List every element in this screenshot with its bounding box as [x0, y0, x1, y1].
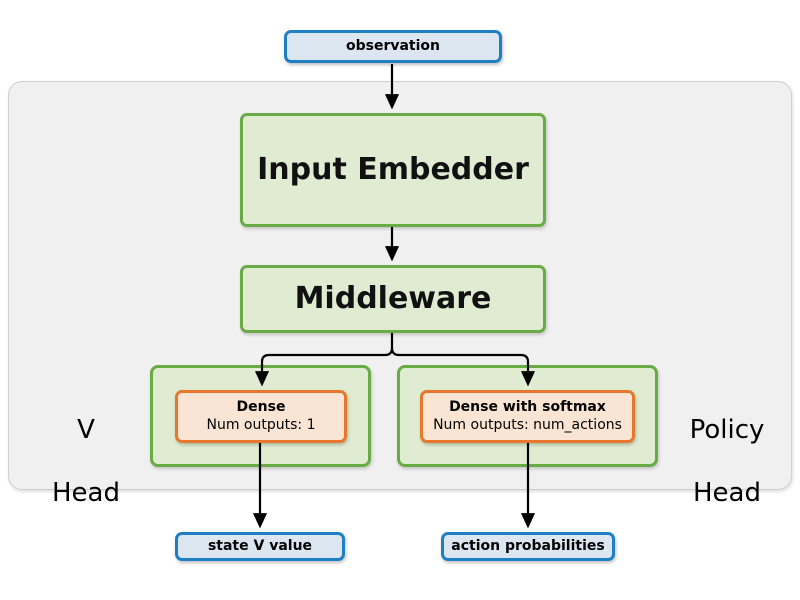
state-v-value-label: state V value	[207, 537, 313, 554]
middleware-node[interactable]: Middleware	[240, 265, 546, 333]
action-probabilities-node[interactable]: action probabilities	[441, 532, 615, 561]
value-head-label: V Head	[26, 383, 146, 542]
observation-node[interactable]: observation	[284, 30, 502, 63]
input-embedder-label: Input Embedder	[257, 152, 529, 188]
input-embedder-node[interactable]: Input Embedder	[240, 113, 546, 227]
observation-label: observation	[345, 37, 441, 54]
value-head-label-line2: Head	[52, 478, 120, 509]
dense-value-title: Dense	[236, 399, 286, 415]
policy-head-label: Policy Head	[664, 383, 790, 542]
policy-head-label-line2: Head	[693, 478, 761, 509]
value-head-label-line1: V	[77, 414, 95, 445]
dense-policy-title: Dense with softmax	[449, 399, 606, 415]
dense-policy-node[interactable]: Dense with softmax Num outputs: num_acti…	[420, 390, 635, 443]
dense-value-subtitle: Num outputs: 1	[206, 416, 316, 433]
policy-head-label-line1: Policy	[689, 414, 765, 445]
dense-value-node[interactable]: Dense Num outputs: 1	[175, 390, 347, 443]
middleware-label: Middleware	[294, 281, 492, 317]
state-v-value-node[interactable]: state V value	[175, 532, 345, 561]
dense-policy-subtitle: Num outputs: num_actions	[433, 416, 622, 433]
action-probabilities-label: action probabilities	[451, 537, 605, 554]
